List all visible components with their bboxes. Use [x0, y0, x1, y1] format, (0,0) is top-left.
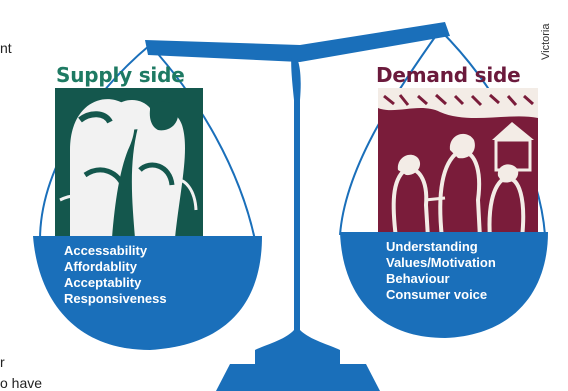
demand-side-artwork	[378, 88, 538, 240]
supply-side-title: Supply side	[56, 63, 185, 87]
scale-base	[216, 364, 380, 391]
supply-side-pan	[33, 236, 262, 350]
supply-item: Responsiveness	[64, 291, 167, 306]
demand-item: Behaviour	[386, 271, 450, 286]
supply-side-artwork	[55, 88, 203, 239]
demand-side-title: Demand side	[376, 63, 521, 87]
supply-item: Affordablity	[64, 259, 137, 274]
demand-item: Values/Motivation	[386, 255, 496, 270]
cropped-text-fragment: r	[0, 354, 5, 370]
scale-beam	[145, 22, 450, 62]
supply-item: Acceptablity	[64, 275, 142, 290]
cropped-text-fragment: nt	[0, 40, 12, 56]
supply-item: Accessability	[64, 243, 148, 258]
cropped-text-fragment: o have	[0, 375, 43, 391]
scale-column	[255, 50, 340, 385]
supply-side-list: Accessability Affordablity Acceptablity …	[64, 243, 167, 307]
photo-credit: Victoria	[540, 23, 552, 60]
demand-side-list: Understanding Values/Motivation Behaviou…	[386, 239, 496, 303]
demand-item: Consumer voice	[386, 287, 488, 302]
demand-item: Understanding	[386, 239, 478, 254]
demand-side-pan	[340, 232, 548, 338]
